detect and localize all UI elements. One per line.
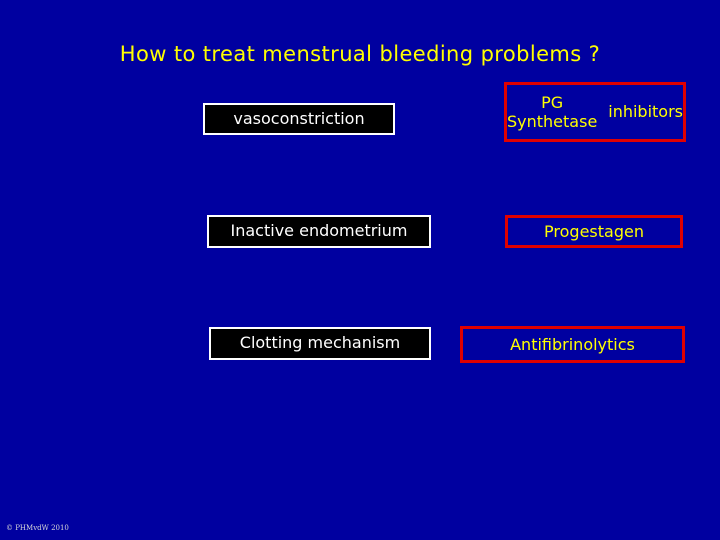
mechanism-box-vasoconstriction: vasoconstriction: [203, 103, 395, 135]
copyright-notice: © PHMvdW 2010: [6, 524, 69, 532]
treatment-box-progestagen: Progestagen: [505, 215, 683, 248]
mechanism-box-inactive-endometrium: Inactive endometrium: [207, 215, 431, 248]
treatment-label-line-1: PG Synthetase: [507, 92, 598, 131]
treatment-label-line-2: inhibitors: [608, 102, 683, 122]
treatment-box-pg-synthetase-inhibitors: PG Synthetase inhibitors: [504, 82, 686, 142]
page-title: How to treat menstrual bleeding problems…: [119, 42, 601, 66]
treatment-box-antifibrinolytics: Antifibrinolytics: [460, 326, 685, 363]
mechanism-box-clotting-mechanism: Clotting mechanism: [209, 327, 431, 360]
